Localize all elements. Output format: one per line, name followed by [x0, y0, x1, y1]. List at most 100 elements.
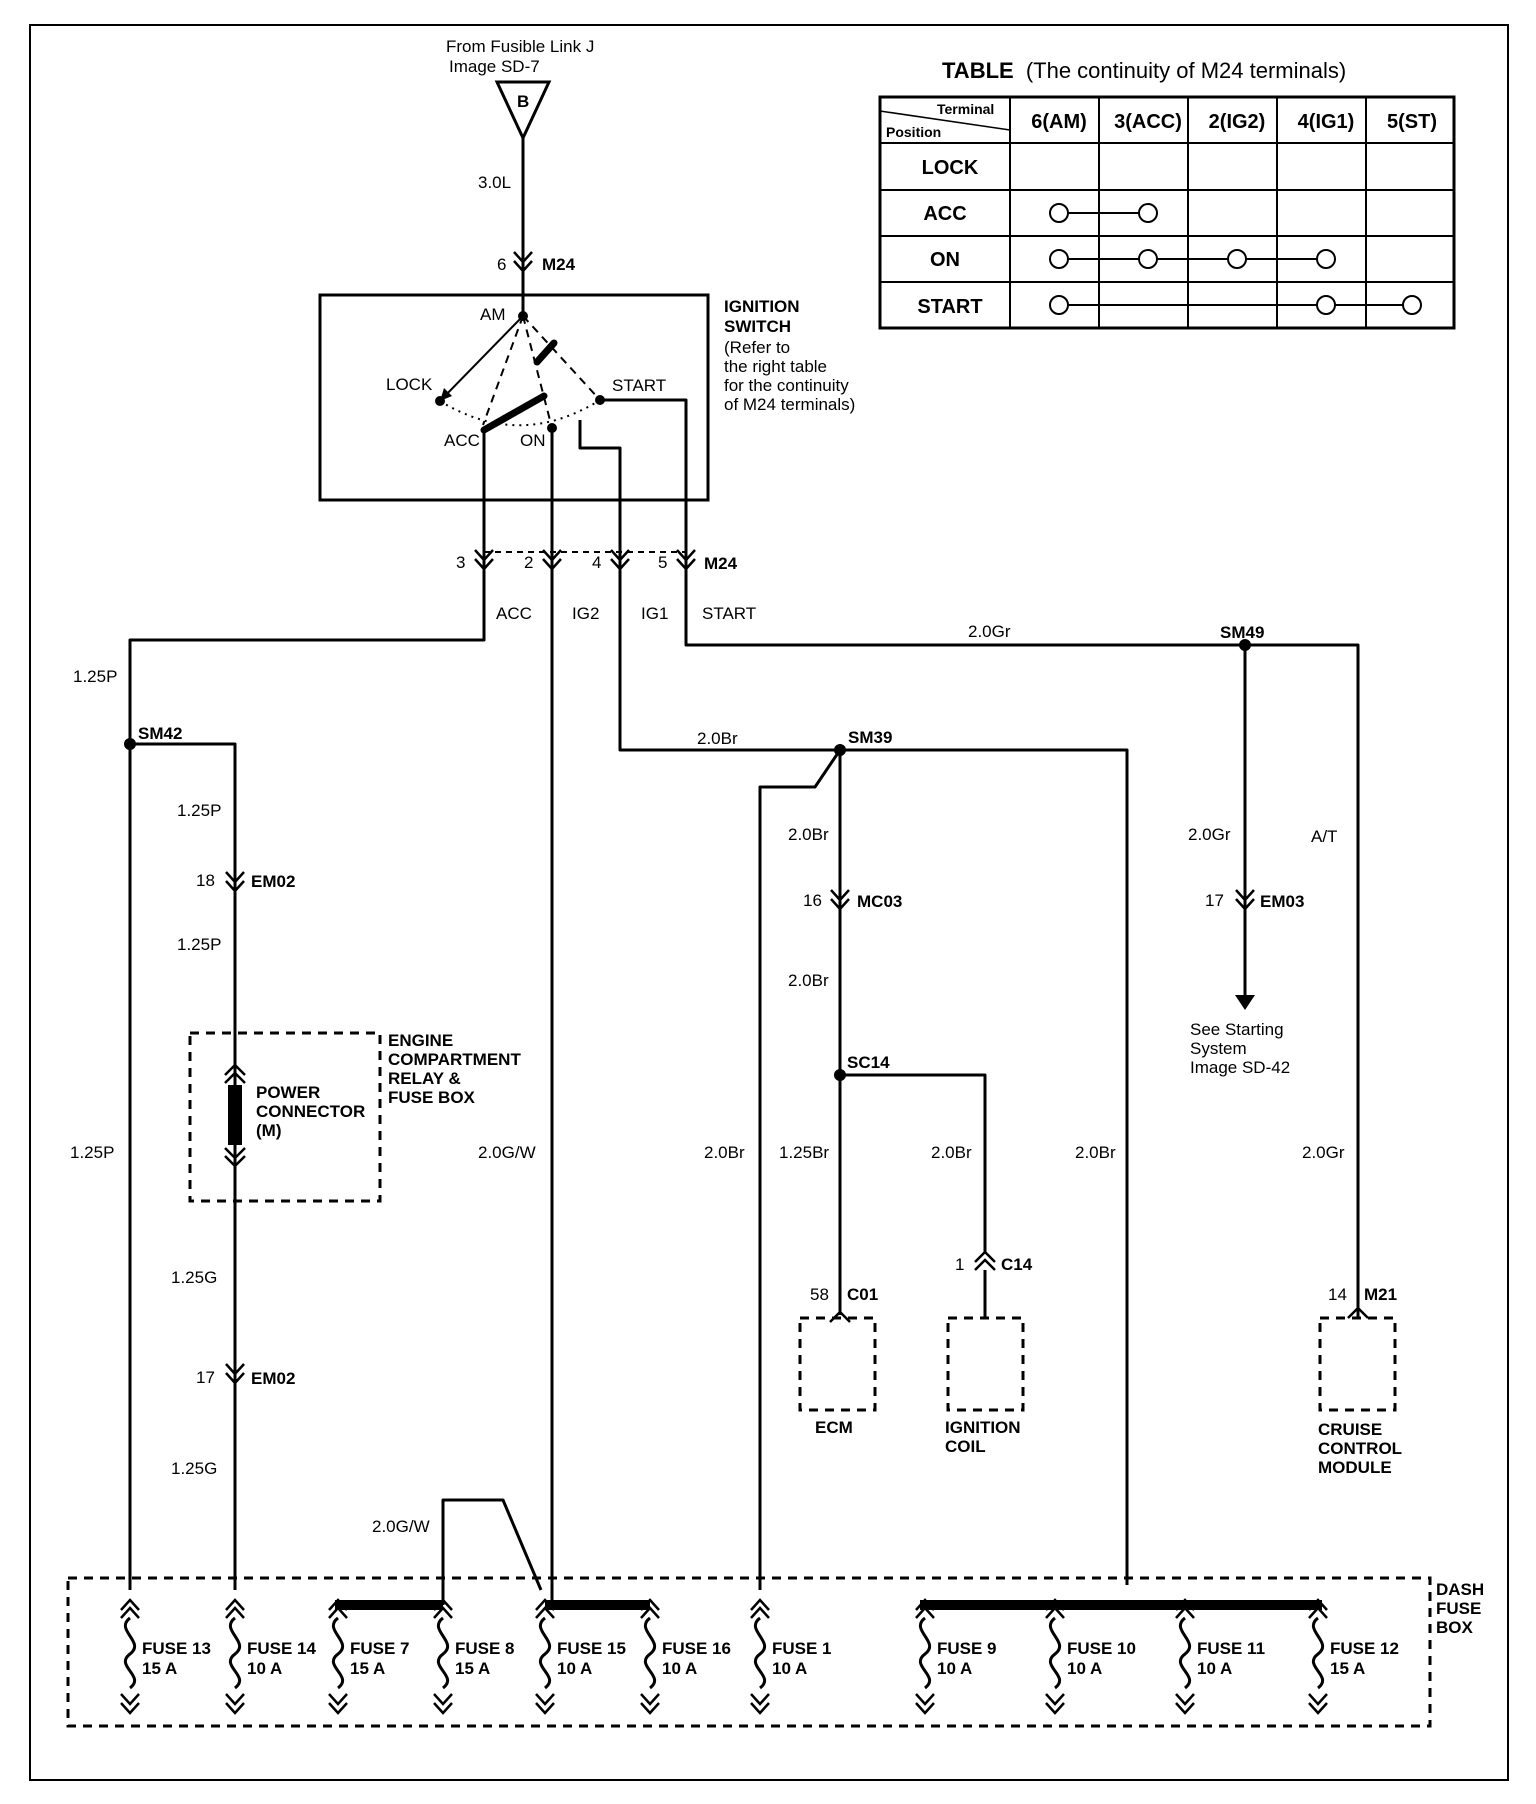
- ignition-switch-box: [318, 293, 710, 502]
- table-row-acc: ACC: [923, 203, 966, 225]
- m24-lab-ig1: IG1: [641, 604, 668, 623]
- fuse-rating: 10 A: [1067, 1659, 1102, 1678]
- fuse-rating: 10 A: [557, 1659, 592, 1678]
- power-connector-l2: CONNECTOR: [256, 1102, 365, 1121]
- engine-box-l3: RELAY &: [388, 1069, 461, 1088]
- table-col-st: 5(ST): [1387, 111, 1437, 133]
- fuse-rating: 10 A: [772, 1659, 807, 1678]
- ecm-label: ECM: [815, 1418, 853, 1437]
- fuse-name: FUSE 11: [1197, 1639, 1265, 1658]
- fuse-name: FUSE 8: [455, 1639, 515, 1658]
- switch-am: AM: [480, 305, 506, 324]
- engine-fuse-box: [188, 1031, 382, 1203]
- cruise-module-box: [1318, 1316, 1397, 1412]
- dash-box-l1: DASH: [1436, 1580, 1484, 1599]
- table-title-rest: (The continuity of M24 terminals): [1026, 58, 1346, 83]
- wire-gw-2: 2.0G/W: [372, 1517, 430, 1536]
- continuity-table: TABLE (The continuity of M24 terminals) …: [878, 58, 1456, 330]
- c14-connector: [974, 1250, 996, 1271]
- mc03-name: MC03: [857, 892, 902, 911]
- source-terminal: B: [517, 92, 529, 111]
- wire-gr-2: 2.0Gr: [1188, 825, 1231, 844]
- coil-label-1: IGNITION: [945, 1418, 1021, 1437]
- fuse-rating: 10 A: [1197, 1659, 1232, 1678]
- m24-pin-5: 5: [658, 553, 667, 572]
- em03-name: EM03: [1260, 892, 1304, 911]
- wire-p-4: 1.25P: [70, 1143, 114, 1162]
- starting-arrow-icon: [1235, 995, 1255, 1010]
- switch-title-1: IGNITION: [724, 297, 800, 316]
- continuity-terminal: [1316, 295, 1336, 315]
- switch-title-2: SWITCH: [724, 317, 791, 336]
- continuity-terminal: [1049, 295, 1069, 315]
- wire-br-right: 2.0Br: [1075, 1143, 1116, 1162]
- fuse-name: FUSE 14: [247, 1639, 317, 1658]
- diagram-frame: [29, 24, 1509, 1781]
- splice-sc14-label: SC14: [847, 1053, 890, 1072]
- ecm-box: [798, 1316, 877, 1412]
- fuse-rating: 15 A: [350, 1659, 385, 1678]
- table-row-start: START: [917, 296, 982, 318]
- wire-3-0l: 3.0L: [478, 173, 511, 192]
- fuse-name: FUSE 10: [1067, 1639, 1136, 1658]
- table-corner-bottom: Position: [886, 124, 941, 140]
- fuse-name: FUSE 12: [1330, 1639, 1399, 1658]
- fuse-8: FUSE 910 A: [915, 1598, 997, 1715]
- coil-label-2: COIL: [945, 1437, 986, 1456]
- engine-box-l1: ENGINE: [388, 1031, 453, 1050]
- em02-top-connector: [225, 871, 245, 893]
- em02-top-pin: 18: [196, 871, 215, 890]
- dash-fuse-box: [66, 1576, 1432, 1728]
- table-title-bold: TABLE: [942, 58, 1014, 83]
- m24-top-name: M24: [542, 255, 576, 274]
- m24-lab-acc: ACC: [496, 604, 532, 623]
- splice-sm42-label: SM42: [138, 724, 182, 743]
- fuse-rating: 15 A: [455, 1659, 490, 1678]
- engine-box-l2: COMPARTMENT: [388, 1050, 521, 1069]
- wire-g-1: 1.25G: [171, 1268, 217, 1287]
- m24-bottom-name: M24: [704, 554, 738, 573]
- fuse-rating: 15 A: [1330, 1659, 1365, 1678]
- fuse-3: FUSE 715 A: [328, 1598, 410, 1715]
- em03-connector: [1235, 889, 1255, 911]
- power-connector-l1: POWER: [256, 1083, 320, 1102]
- switch-note-2: the right table: [724, 357, 827, 376]
- em02-top-name: EM02: [251, 872, 295, 891]
- table-col-acc: 3(ACC): [1114, 111, 1182, 133]
- cruise-label-3: MODULE: [1318, 1458, 1392, 1477]
- c14-pin: 1: [955, 1255, 964, 1274]
- wire-at: A/T: [1311, 827, 1337, 846]
- dash-box-l3: BOX: [1436, 1618, 1474, 1637]
- source-line2: Image SD-7: [449, 57, 540, 76]
- table-row-lock: LOCK: [922, 157, 979, 179]
- table-col-ig1: 4(IG1): [1298, 111, 1355, 133]
- table-title: TABLE (The continuity of M24 terminals): [942, 58, 1346, 83]
- starting-ref-3: Image SD-42: [1190, 1058, 1290, 1077]
- fuse-rating: 10 A: [662, 1659, 697, 1678]
- cruise-label-2: CONTROL: [1318, 1439, 1402, 1458]
- wire-gr-3: 2.0Gr: [1302, 1143, 1345, 1162]
- wire-br-b: 2.0Br: [788, 971, 829, 990]
- wire-br-a: 2.0Br: [788, 825, 829, 844]
- table-col-ig2: 2(IG2): [1209, 111, 1266, 133]
- fuse-name: FUSE 13: [142, 1639, 211, 1658]
- m21-pin: 14: [1328, 1285, 1347, 1304]
- c01-name: C01: [847, 1285, 878, 1304]
- wire-p-1: 1.25P: [73, 667, 117, 686]
- fuse-name: FUSE 1: [772, 1639, 832, 1658]
- power-connector: [224, 1063, 246, 1168]
- fuse-rating: 15 A: [142, 1659, 177, 1678]
- m24-lab-ig2: IG2: [572, 604, 599, 623]
- wire-gr-1: 2.0Gr: [968, 622, 1011, 641]
- em02-bottom-pin: 17: [196, 1368, 215, 1387]
- m21-connector: [1347, 1306, 1369, 1319]
- continuity-marks: [1049, 203, 1422, 315]
- engine-box-l4: FUSE BOX: [388, 1088, 476, 1107]
- mc03-pin: 16: [803, 891, 822, 910]
- switch-lock: LOCK: [386, 375, 433, 394]
